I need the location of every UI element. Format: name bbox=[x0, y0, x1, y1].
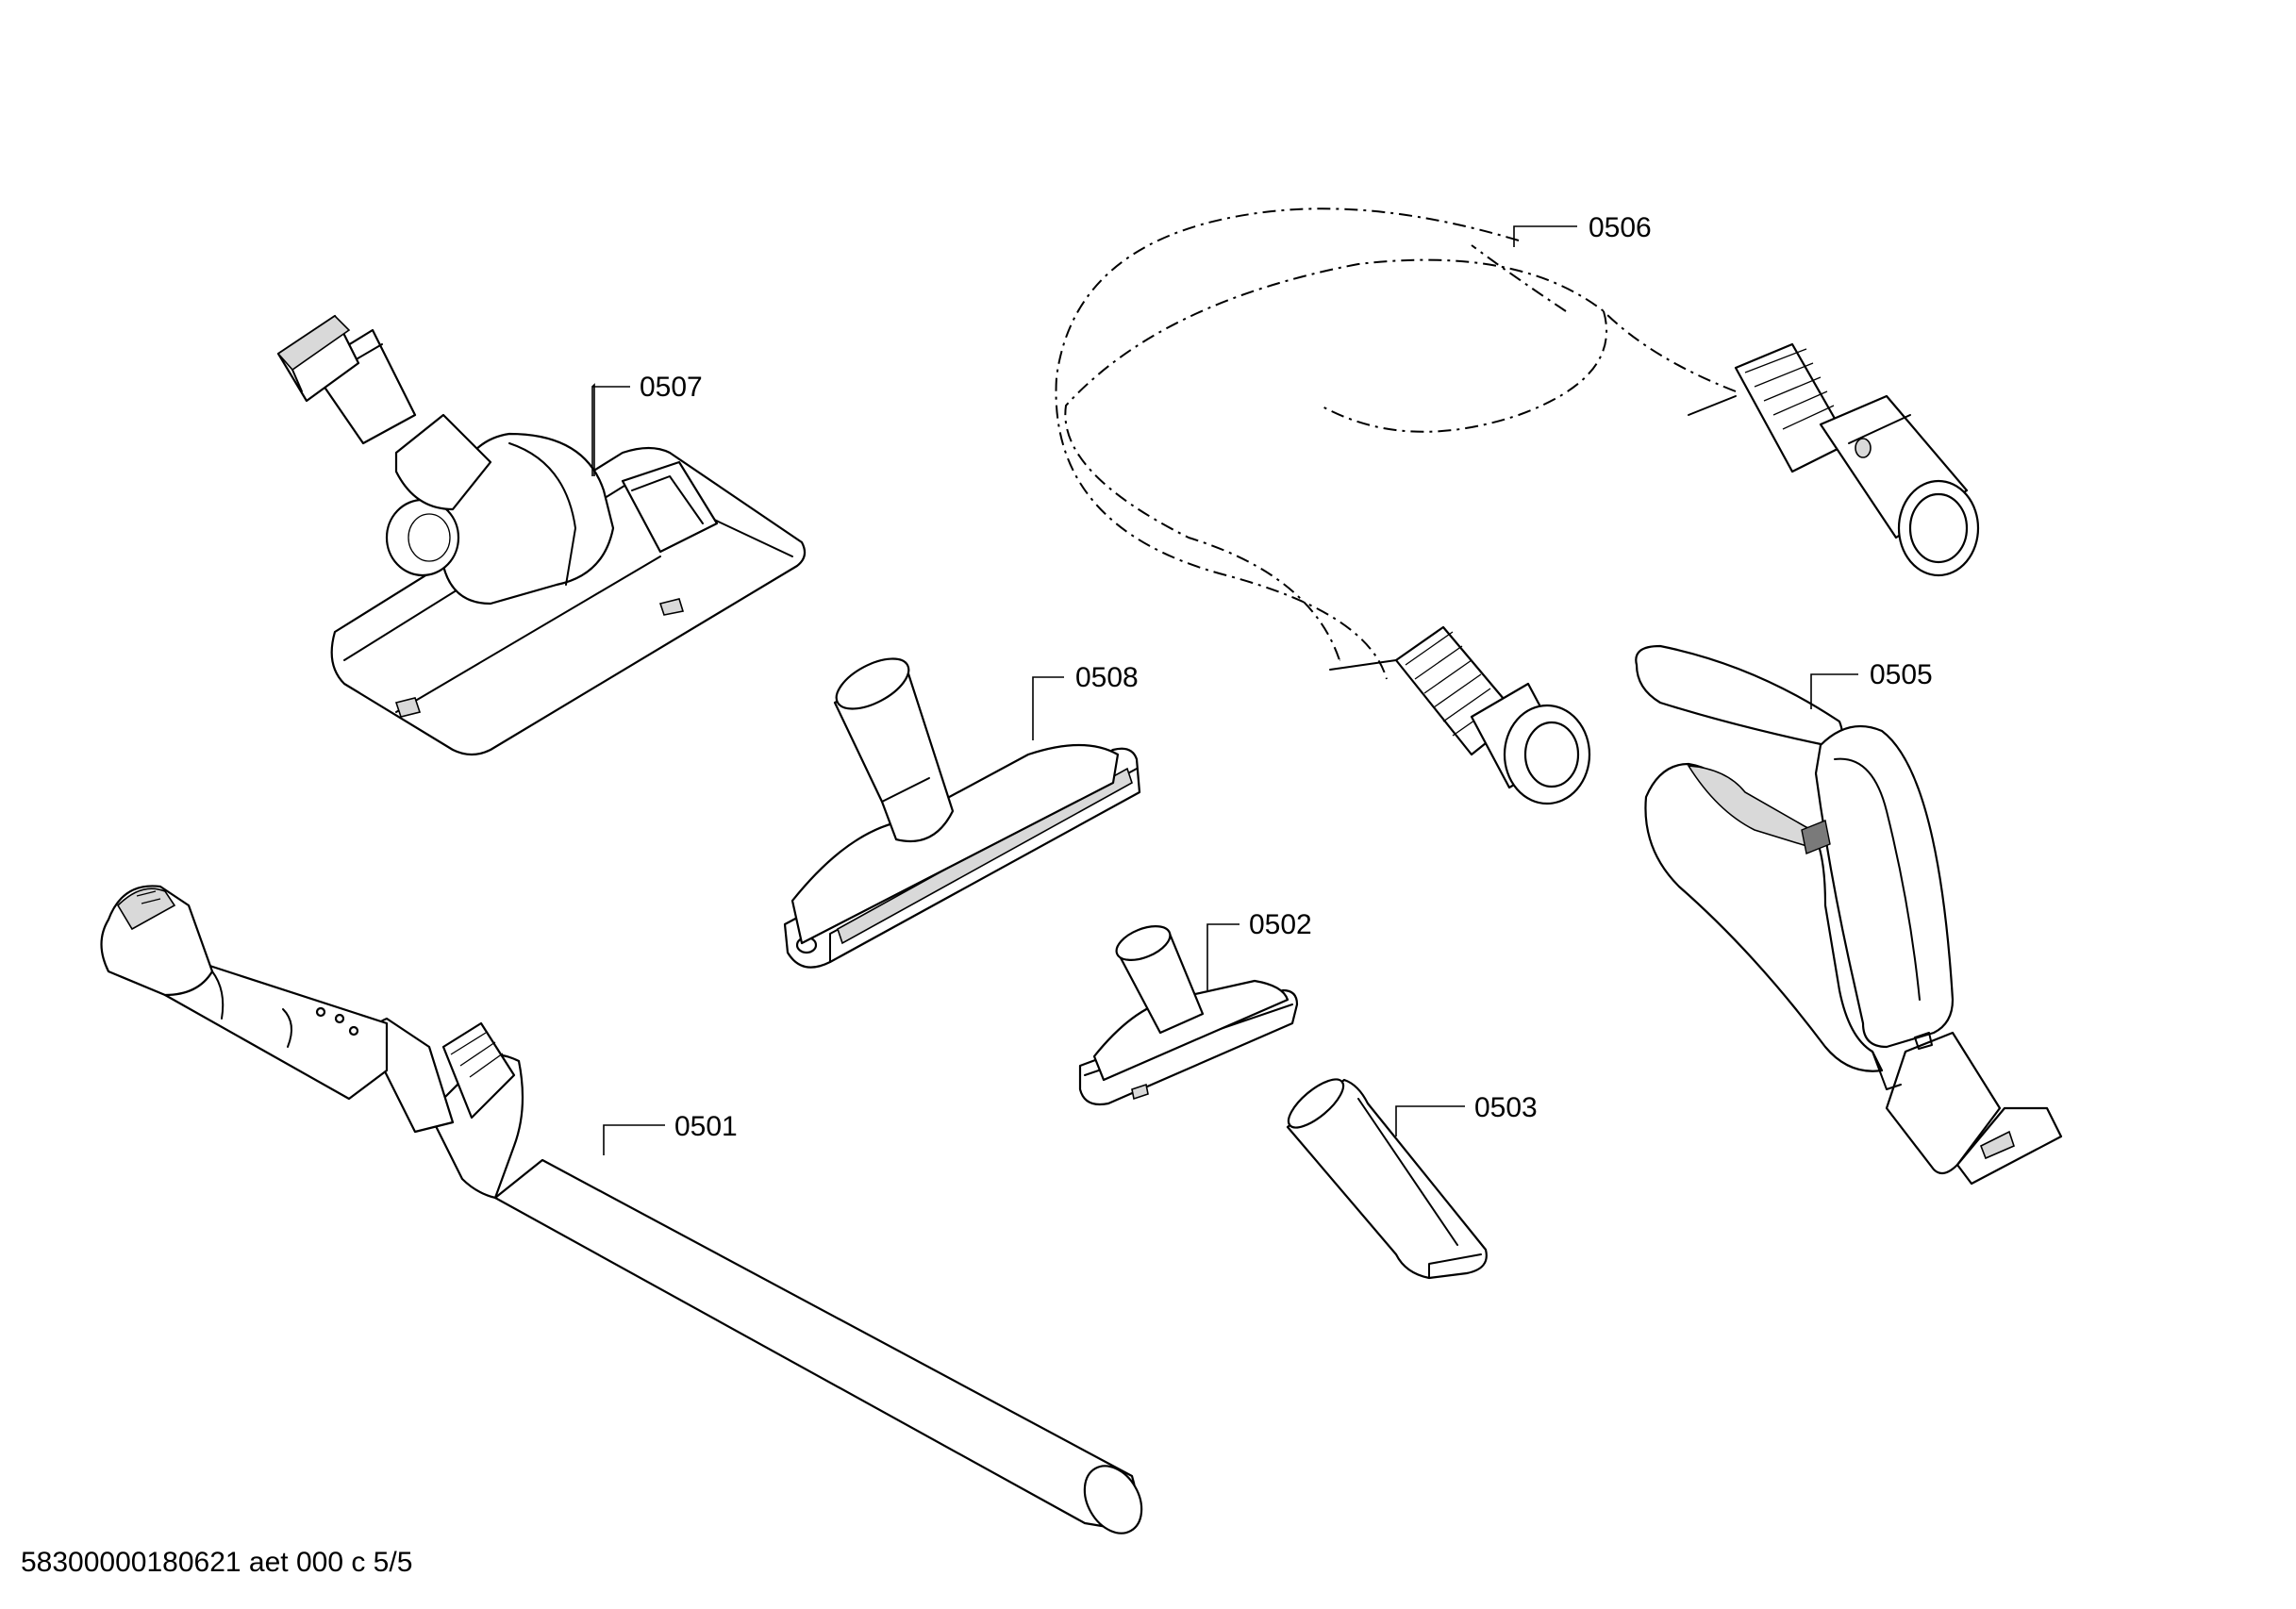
part-label-0502: 0502 bbox=[1249, 909, 1312, 940]
part-label-0501: 0501 bbox=[674, 1111, 738, 1142]
document-code: 58300000180621 aet 000 c 5/5 bbox=[21, 1547, 413, 1578]
part-label-0505: 0505 bbox=[1870, 659, 1933, 690]
hose-handle-drawing bbox=[1635, 644, 2063, 1186]
part-label-0507: 0507 bbox=[640, 372, 703, 403]
part-label-0503: 0503 bbox=[1474, 1092, 1538, 1123]
part-label-0508: 0508 bbox=[1075, 662, 1139, 693]
tube-drawing bbox=[100, 885, 1143, 1534]
crevice-tool-drawing bbox=[1286, 1078, 1488, 1280]
upholstery-nozzle-drawing bbox=[1078, 925, 1299, 1106]
floor-nozzle-drawing bbox=[276, 314, 807, 756]
suction-hose-drawing bbox=[1055, 207, 1980, 805]
parquet-nozzle-drawing bbox=[783, 657, 1141, 969]
part-label-0506: 0506 bbox=[1589, 212, 1652, 243]
